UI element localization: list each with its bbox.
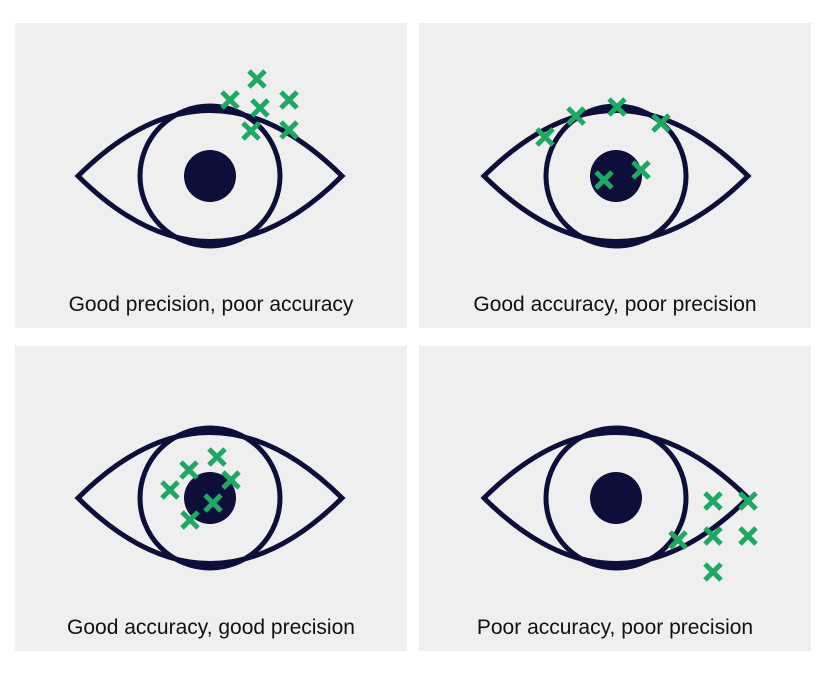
cross-marker-icon xyxy=(738,526,758,546)
cross-marker-icon xyxy=(668,530,688,550)
panel-caption: Good precision, poor accuracy xyxy=(68,293,354,316)
diagram-good-accuracy-good-precision xyxy=(15,346,407,651)
cross-marker-icon xyxy=(703,562,723,582)
pupil xyxy=(590,472,642,524)
cross-marker-icon xyxy=(279,120,299,140)
cross-marker-icon xyxy=(607,97,627,117)
iris xyxy=(543,425,689,571)
cross-marker-icon xyxy=(703,526,723,546)
markers xyxy=(668,491,758,582)
cross-marker-icon xyxy=(738,491,758,511)
panel-good-accuracy-good-precision: Good accuracy, good precision xyxy=(15,346,407,651)
diagram-good-accuracy-poor-precision xyxy=(419,23,811,328)
pupil xyxy=(184,150,236,202)
cross-marker-icon xyxy=(279,90,299,110)
panel-poor-accuracy-poor-precision: Poor accuracy, poor precision xyxy=(419,346,811,651)
panel-caption: Good accuracy, good precision xyxy=(67,616,355,639)
markers xyxy=(160,447,241,530)
iris xyxy=(137,425,283,571)
panel-caption: Poor accuracy, poor precision xyxy=(476,616,754,639)
cross-marker-icon xyxy=(651,113,671,133)
diagram-good-precision-poor-accuracy xyxy=(15,23,407,328)
cross-marker-icon xyxy=(160,480,180,500)
cross-marker-icon xyxy=(203,493,223,513)
panel-caption: Good accuracy, poor precision xyxy=(473,293,757,316)
eye-icon xyxy=(74,103,346,249)
cross-marker-icon xyxy=(631,160,651,180)
cross-marker-icon xyxy=(179,460,199,480)
cross-marker-icon xyxy=(220,90,240,110)
panel-good-accuracy-poor-precision: Good accuracy, poor precision xyxy=(419,23,811,328)
cross-marker-icon xyxy=(241,121,261,141)
cross-marker-icon xyxy=(207,447,227,467)
cross-marker-icon xyxy=(594,170,614,190)
cross-marker-icon xyxy=(250,98,270,118)
cross-marker-icon xyxy=(247,69,267,89)
cross-marker-icon xyxy=(221,470,241,490)
panel-good-precision-poor-accuracy: Good precision, poor accuracy xyxy=(15,23,407,328)
cross-marker-icon xyxy=(180,510,200,530)
cross-marker-icon xyxy=(566,106,586,126)
iris xyxy=(137,103,283,249)
eye-outline xyxy=(480,108,752,244)
cross-marker-icon xyxy=(703,491,723,511)
markers xyxy=(535,97,671,190)
eye-outline xyxy=(74,108,346,244)
pupil xyxy=(590,150,642,202)
eye-outline xyxy=(74,430,346,566)
cross-marker-icon xyxy=(535,127,555,147)
diagram-poor-accuracy-poor-precision xyxy=(419,346,811,651)
markers xyxy=(220,69,299,141)
